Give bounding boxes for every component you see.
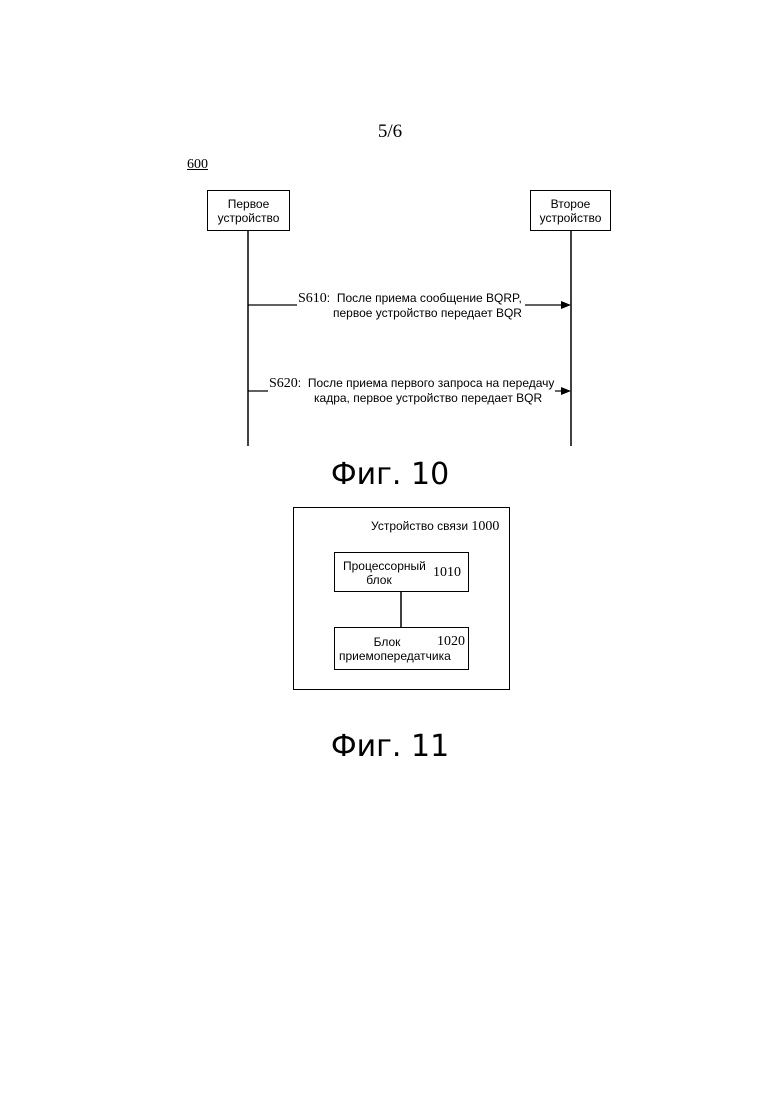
communication-device-label: Устройство связи 1000 — [371, 519, 499, 534]
message-s620-line2: кадра, первое устройство передает BQR — [314, 391, 542, 405]
communication-device-title: Устройство связи — [371, 519, 468, 533]
figure-11-caption: Фиг. 11 — [0, 729, 780, 764]
message-s610: S610: После приема сообщение BQRP, — [298, 291, 522, 306]
message-s610-line2: первое устройство передает BQR — [333, 306, 522, 320]
message-s620: S620: После приема первого запроса на пе… — [269, 376, 554, 391]
message-s610-arrowhead — [561, 301, 571, 309]
communication-device-ref: 1000 — [471, 519, 499, 534]
message-s620-step: S620 — [269, 376, 298, 391]
message-s620-arrowhead — [561, 387, 571, 395]
processor-block-label: Процессорный блок — [343, 559, 415, 587]
message-s620-line1: После приема первого запроса на передачу — [308, 376, 555, 390]
transceiver-block-ref: 1020 — [437, 635, 465, 649]
processor-block-ref: 1010 — [433, 566, 461, 580]
figure-10-caption: Фиг. 10 — [0, 457, 780, 492]
message-s610-step: S610 — [298, 291, 327, 306]
message-s610-line1: После приема сообщение BQRP, — [337, 291, 522, 305]
transceiver-block-label: Блок приемопередатчика — [339, 635, 435, 663]
